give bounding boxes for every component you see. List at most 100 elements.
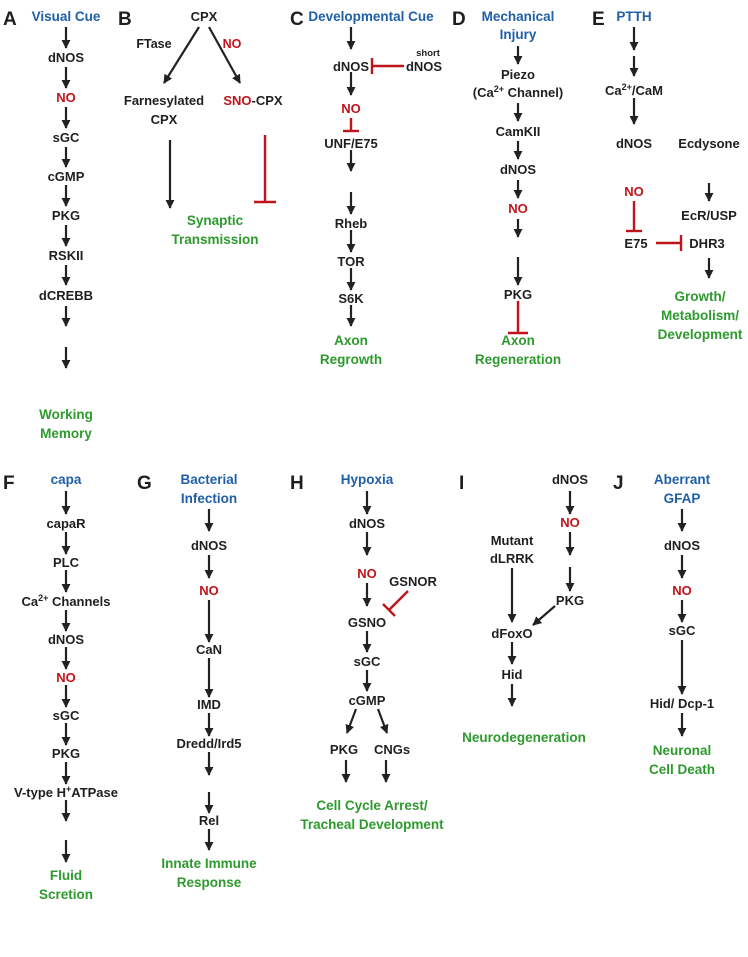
cue-label: Visual Cue	[32, 9, 101, 24]
outcome-label: Regrowth	[320, 352, 382, 367]
cue-label: Hypoxia	[341, 472, 394, 487]
node-label: cGMP	[349, 693, 386, 708]
node-label: PKG	[504, 287, 532, 302]
node-label: Piezo	[501, 67, 535, 82]
panel-letter: A	[3, 9, 17, 30]
node-label: UNF/E75	[324, 136, 377, 151]
panel-letter: C	[290, 9, 304, 30]
outcome-label: Transmission	[171, 232, 258, 247]
node-label: S6K	[338, 291, 364, 306]
node-label: capaR	[46, 516, 86, 531]
cue-label: PTTH	[616, 9, 651, 24]
node-label: dNOS	[500, 162, 536, 177]
node-label: NO	[341, 101, 361, 116]
panel-letter: I	[459, 473, 464, 494]
node-label: E75	[624, 236, 647, 251]
node-label: SNO-CPX	[223, 93, 283, 108]
outcome-label: Working	[39, 407, 93, 422]
cue-label: Aberrant	[654, 472, 711, 487]
panel-a: A Visual Cue dNOS NO sGC cGMP PKG RSKII …	[3, 9, 101, 441]
panel-letter: J	[613, 473, 624, 494]
outcome-label: Neurodegeneration	[462, 730, 586, 745]
outcome-label: Scretion	[39, 887, 93, 902]
node-label: dNOS	[333, 59, 369, 74]
inhibition-bar	[508, 301, 528, 335]
node-label: Ca2+ Channels	[21, 593, 110, 609]
node-label: dNOS	[616, 136, 652, 151]
node-label: dNOS	[552, 472, 588, 487]
node-label: NO	[56, 90, 76, 105]
node-label: dNOS	[664, 538, 700, 553]
node-label: TOR	[337, 254, 365, 269]
node-label: short	[416, 48, 441, 59]
cue-label: GFAP	[664, 491, 701, 506]
cue-label: Developmental Cue	[308, 9, 434, 24]
panel-b: B CPX FTase NO Farnesylated CPX SNO-CPX …	[118, 9, 283, 247]
node-label: Rheb	[335, 216, 368, 231]
node-label: Ecdysone	[678, 136, 739, 151]
panel-g: G Bacterial Infection dNOS NO CaN IMD Dr…	[137, 472, 257, 890]
node-label: DHR3	[689, 236, 724, 251]
panel-d: D Mechanical Injury Piezo (Ca2+ Channel)…	[452, 9, 563, 367]
inhibition-bar	[343, 58, 404, 133]
node-label: V-type H+ATPase	[14, 784, 118, 800]
node-label: GSNOR	[389, 574, 437, 589]
outcome-label: Development	[658, 327, 743, 342]
node-label: Ca2+/CaM	[605, 82, 663, 98]
panel-c: C Developmental Cue dNOS short dNOS NO U…	[290, 9, 442, 367]
edge-label: NO	[223, 37, 242, 51]
panel-f: F capa capaR PLC Ca2+ Channels dNOS NO s…	[3, 472, 118, 902]
panel-h: H Hypoxia dNOS NO GSNOR GSNO sGC cGMP PK…	[290, 472, 444, 832]
node-label: PKG	[52, 746, 80, 761]
arrows	[341, 491, 391, 783]
node-label: NO	[624, 184, 644, 199]
outcome-label: Axon	[501, 333, 535, 348]
cue-label: Infection	[181, 491, 237, 506]
node-label: dNOS	[191, 538, 227, 553]
node-label: dNOS	[48, 632, 84, 647]
outcome-label: Neuronal	[653, 743, 712, 758]
node-label: NO	[508, 201, 528, 216]
node-label: dNOS	[48, 50, 84, 65]
panel-e: E PTTH Ca2+/CaM dNOS NO E75 Ecdysone EcR…	[592, 9, 743, 342]
outcome-label: Metabolism/	[661, 308, 739, 323]
node-label: PKG	[52, 208, 80, 223]
node-label: IMD	[197, 697, 221, 712]
outcome-label: Innate Immune	[161, 856, 257, 871]
inhibition-bar	[382, 590, 409, 617]
node-label: PLC	[53, 555, 80, 570]
panel-letter: G	[137, 473, 152, 494]
panel-letter: F	[3, 473, 15, 494]
inhibition-bar	[254, 135, 276, 204]
inhibition-bar	[626, 201, 683, 251]
outcome-label: Synaptic	[187, 213, 244, 228]
outcome-label: Fluid	[50, 868, 82, 883]
node-label: EcR/USP	[681, 208, 737, 223]
node-label: dCREBB	[39, 288, 93, 303]
node-label: NO	[560, 515, 580, 530]
panel-j: J Aberrant GFAP dNOS NO sGC Hid/ Dcp-1 N…	[613, 472, 715, 777]
node-label: sGC	[53, 708, 80, 723]
arrows	[507, 491, 575, 707]
cue-label: Bacterial	[180, 472, 237, 487]
node-label: GSNO	[348, 615, 386, 630]
edge-label: FTase	[136, 37, 171, 51]
node-label: dNOS	[349, 516, 385, 531]
node-label: dLRRK	[490, 551, 535, 566]
node-label: CPX	[191, 9, 218, 24]
node-label: cGMP	[48, 169, 85, 184]
panel-letter: E	[592, 9, 605, 30]
node-label: sGC	[669, 623, 696, 638]
node-label: NO	[199, 583, 219, 598]
node-label: CaN	[196, 642, 222, 657]
node-label: CPX	[151, 112, 178, 127]
outcome-label: Memory	[40, 426, 92, 441]
outcome-label: Growth/	[675, 289, 726, 304]
node-label: Hid	[502, 667, 523, 682]
outcome-label: Axon	[334, 333, 368, 348]
outcome-label: Cell Death	[649, 762, 715, 777]
outcome-label: Tracheal Development	[300, 817, 444, 832]
outcome-label: Regeneration	[475, 352, 561, 367]
node-label: Hid/ Dcp-1	[650, 696, 714, 711]
